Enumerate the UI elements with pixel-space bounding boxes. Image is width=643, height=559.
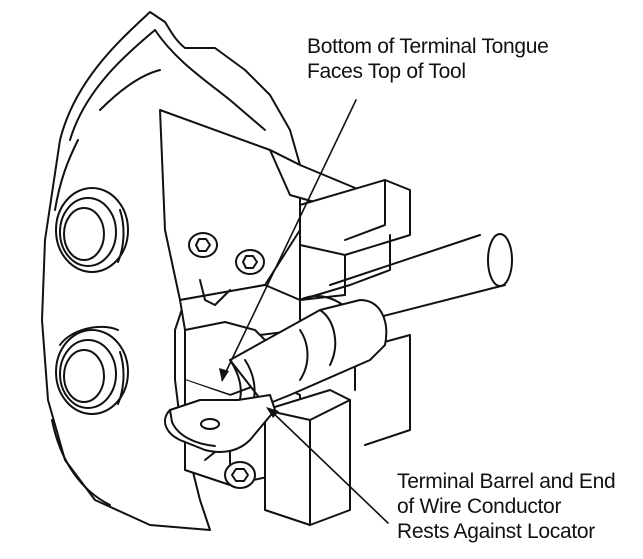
barrel-leader-arrowhead bbox=[266, 407, 279, 418]
lower-screw bbox=[224, 461, 256, 489]
tongue-callout: Bottom of Terminal Tongue Faces Top of T… bbox=[307, 34, 549, 84]
barrel-leader-line bbox=[269, 409, 389, 524]
barrel-callout: Terminal Barrel and End of Wire Conducto… bbox=[397, 469, 616, 544]
pivot-bosses bbox=[55, 187, 129, 415]
barrel-callout-line-1: Terminal Barrel and End bbox=[397, 470, 616, 493]
tongue-leader-arrowhead bbox=[219, 368, 229, 382]
tongue-callout-line-2: Faces Top of Tool bbox=[307, 60, 466, 83]
terminal-tongue bbox=[164, 394, 276, 453]
terminal-barrel bbox=[229, 299, 388, 411]
barrel-callout-line-2: of Wire Conductor bbox=[397, 495, 562, 518]
tongue-callout-line-1: Bottom of Terminal Tongue bbox=[307, 35, 549, 58]
tongue-leader-line bbox=[221, 99, 357, 381]
leader-lines bbox=[219, 99, 389, 524]
barrel-callout-line-3: Rests Against Locator bbox=[397, 520, 595, 543]
upper-screws bbox=[188, 232, 265, 275]
